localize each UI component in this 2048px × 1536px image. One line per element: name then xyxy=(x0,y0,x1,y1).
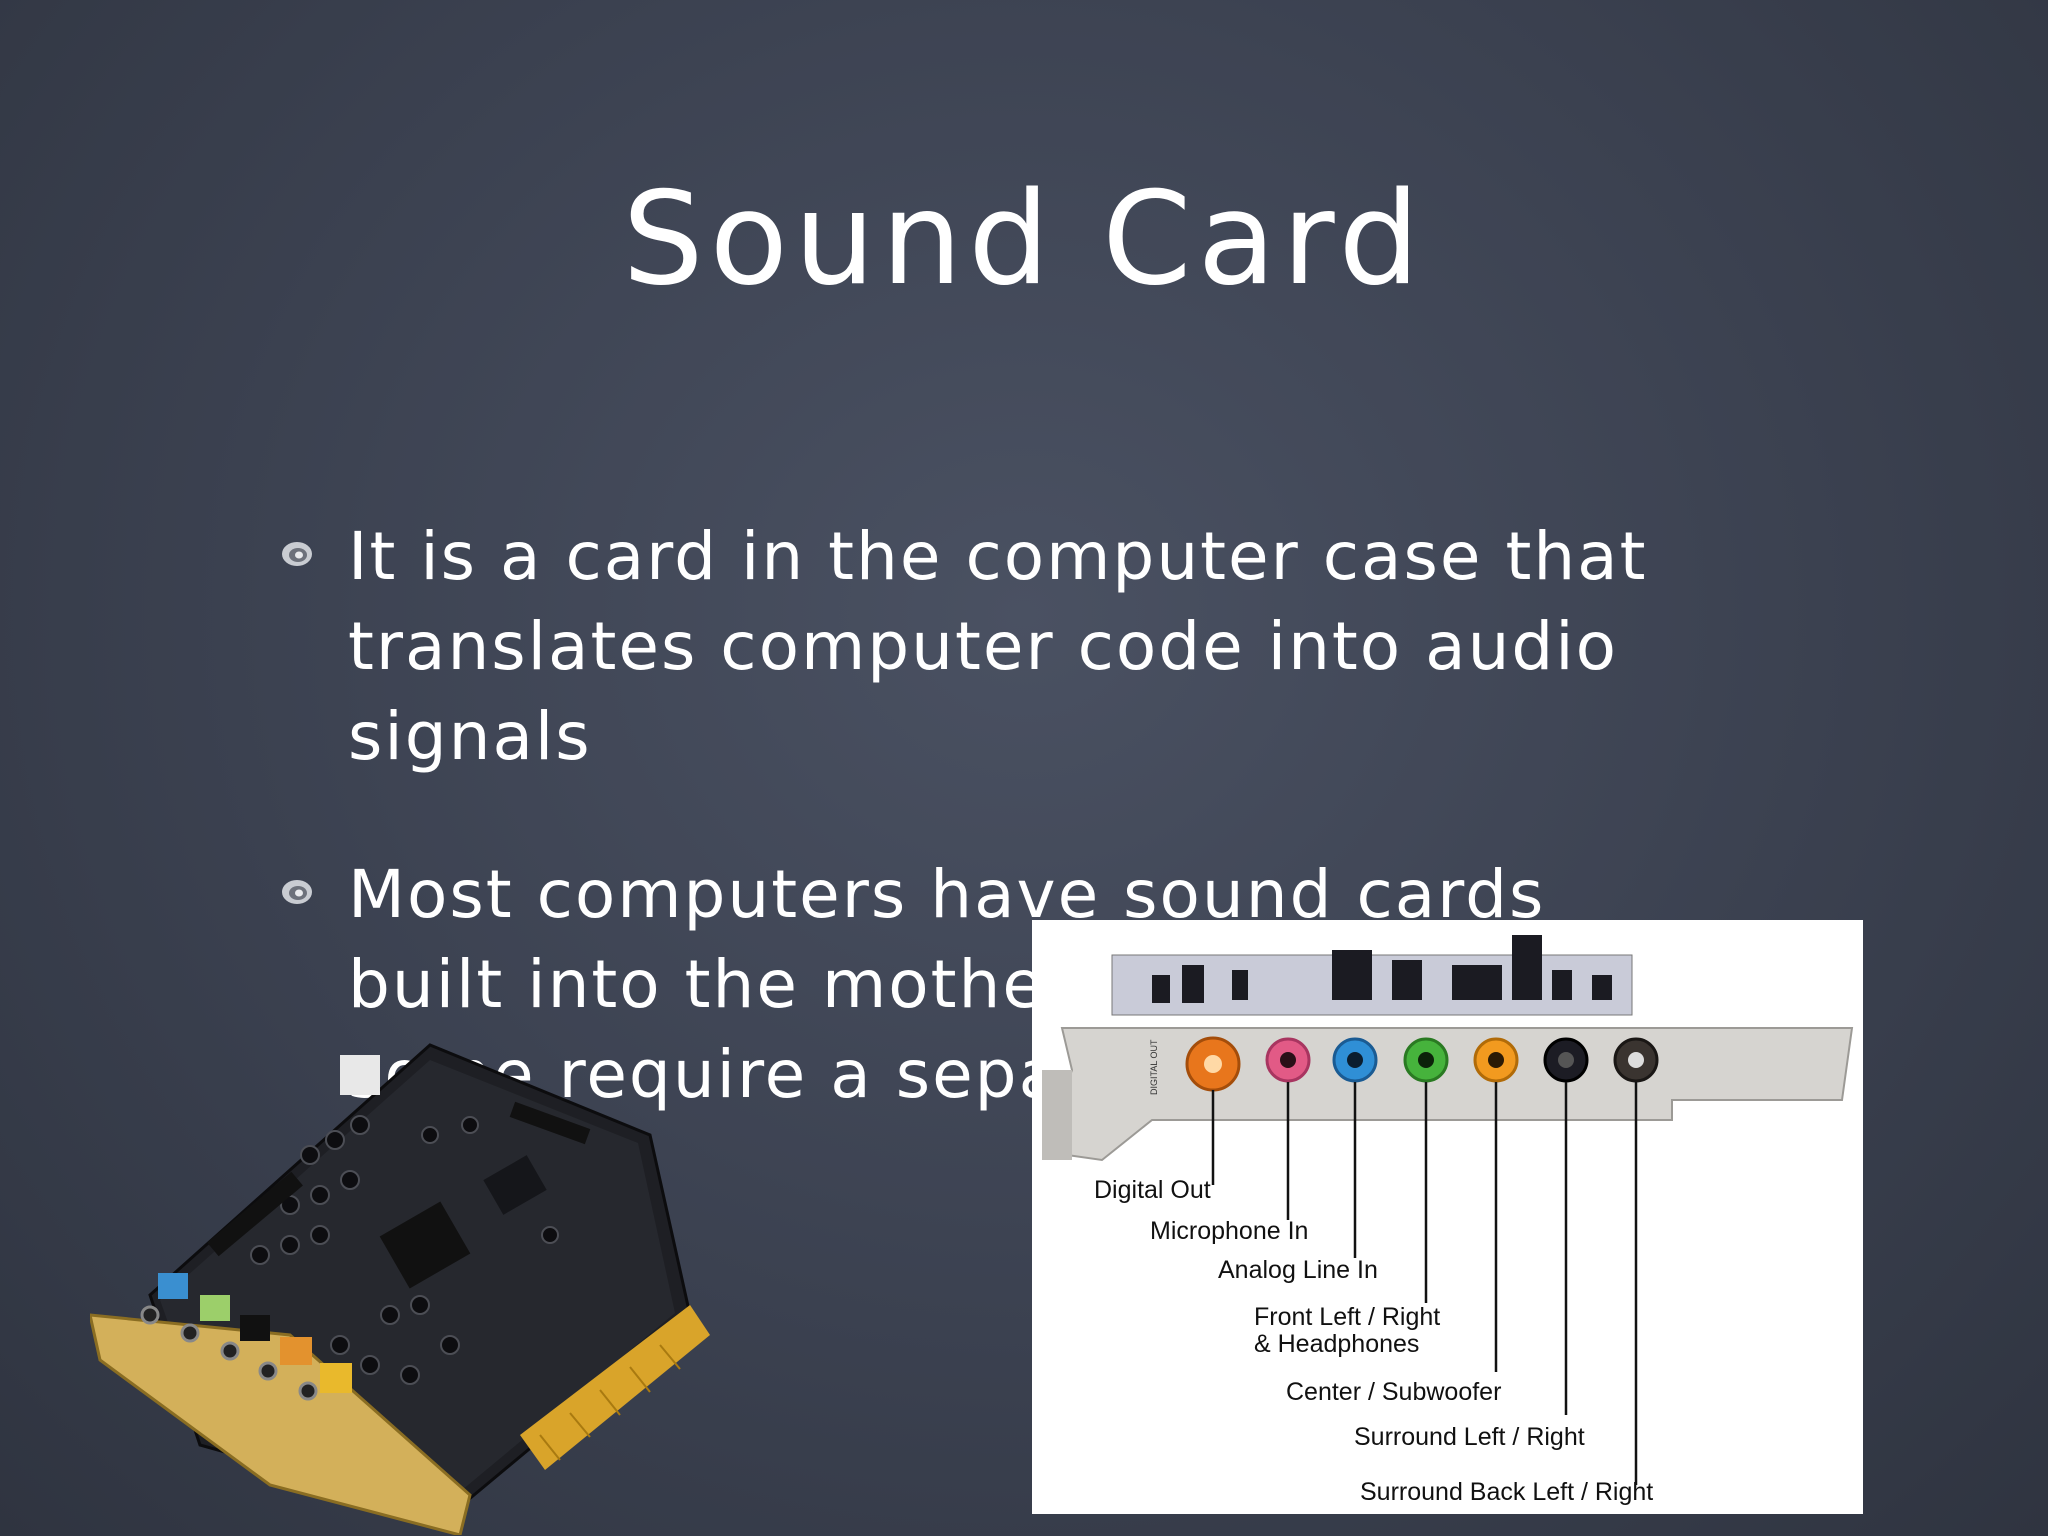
bullet-swirl-icon xyxy=(282,880,312,904)
slide-title: Sound Card xyxy=(622,165,1426,314)
label-center-subwoofer: Center / Subwoofer xyxy=(1286,1378,1502,1406)
label-front-headphones: & Headphones xyxy=(1254,1330,1420,1358)
bullet-item: It is a card in the computer case that t… xyxy=(280,512,1820,782)
sound-card-photo xyxy=(90,1043,710,1535)
sound-card-bracket-illustration: DIGITAL OUT xyxy=(1042,935,1854,1485)
bullet-swirl-icon xyxy=(282,542,312,566)
label-surround-left-right: Surround Left / Right xyxy=(1354,1423,1585,1451)
bullet-text: It is a card in the computer case that t… xyxy=(348,518,1648,775)
label-microphone-in: Microphone In xyxy=(1150,1217,1309,1245)
label-front-left-right: Front Left / Right xyxy=(1254,1303,1441,1331)
label-digital-out: Digital Out xyxy=(1094,1176,1211,1204)
connector-diagram: DIGITAL OUT xyxy=(1032,920,1863,1514)
label-surround-back: Surround Back Left / Right xyxy=(1360,1478,1654,1506)
digital-out-bracket-text: DIGITAL OUT xyxy=(1149,1039,1159,1095)
label-analog-line-in: Analog Line In xyxy=(1218,1256,1378,1284)
